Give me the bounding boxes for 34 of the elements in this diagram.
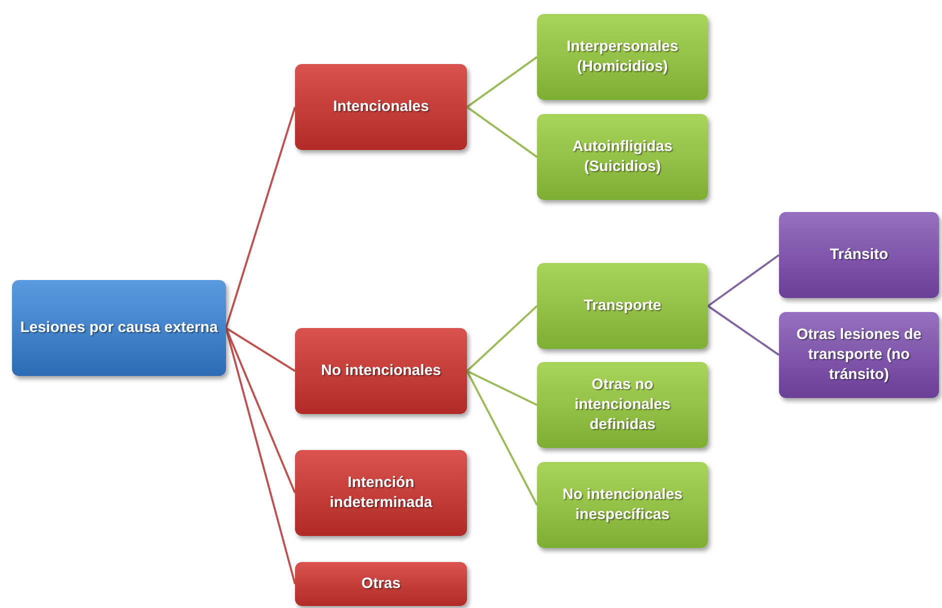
connector-line [466,106,538,158]
connector-line [707,254,780,307]
subcategory-box [537,462,708,548]
connector-line [707,305,780,356]
subtype-box [779,312,939,398]
box-label: No intencionales inespecíficas [561,484,684,525]
connector-line [225,327,296,372]
connector-line [225,106,296,328]
connector-line [466,370,538,506]
box-label: Interpersonales (Homicidios) [566,36,680,77]
category-box [295,328,467,414]
box-label: Otras lesiones de transporte (no tránsito) [795,324,923,386]
box-label: Transporte [584,296,662,316]
box-label: Intencionales [333,96,429,117]
connector-line [466,370,538,406]
category-box [295,562,467,606]
box-label: Lesiones por causa externa [20,318,218,338]
connector-line [225,328,296,494]
root-category-box [12,280,226,376]
connector-line [466,305,538,372]
subcategory-box [537,263,708,349]
subtype-box [779,212,939,298]
box-label: Otras no intencionales definidas [574,374,672,436]
category-box [295,64,467,150]
category-box [295,450,467,536]
subcategory-box [537,114,708,200]
subcategory-box [537,14,708,100]
box-label: Otras [361,574,401,594]
box-label: Autoinfligidas (Suicidios) [572,136,674,177]
box-label: Intención indeterminada [328,472,434,513]
connector-line [466,56,538,108]
subcategory-box [537,362,708,448]
box-label: No intencionales [320,360,442,381]
box-label: Tránsito [830,244,888,265]
